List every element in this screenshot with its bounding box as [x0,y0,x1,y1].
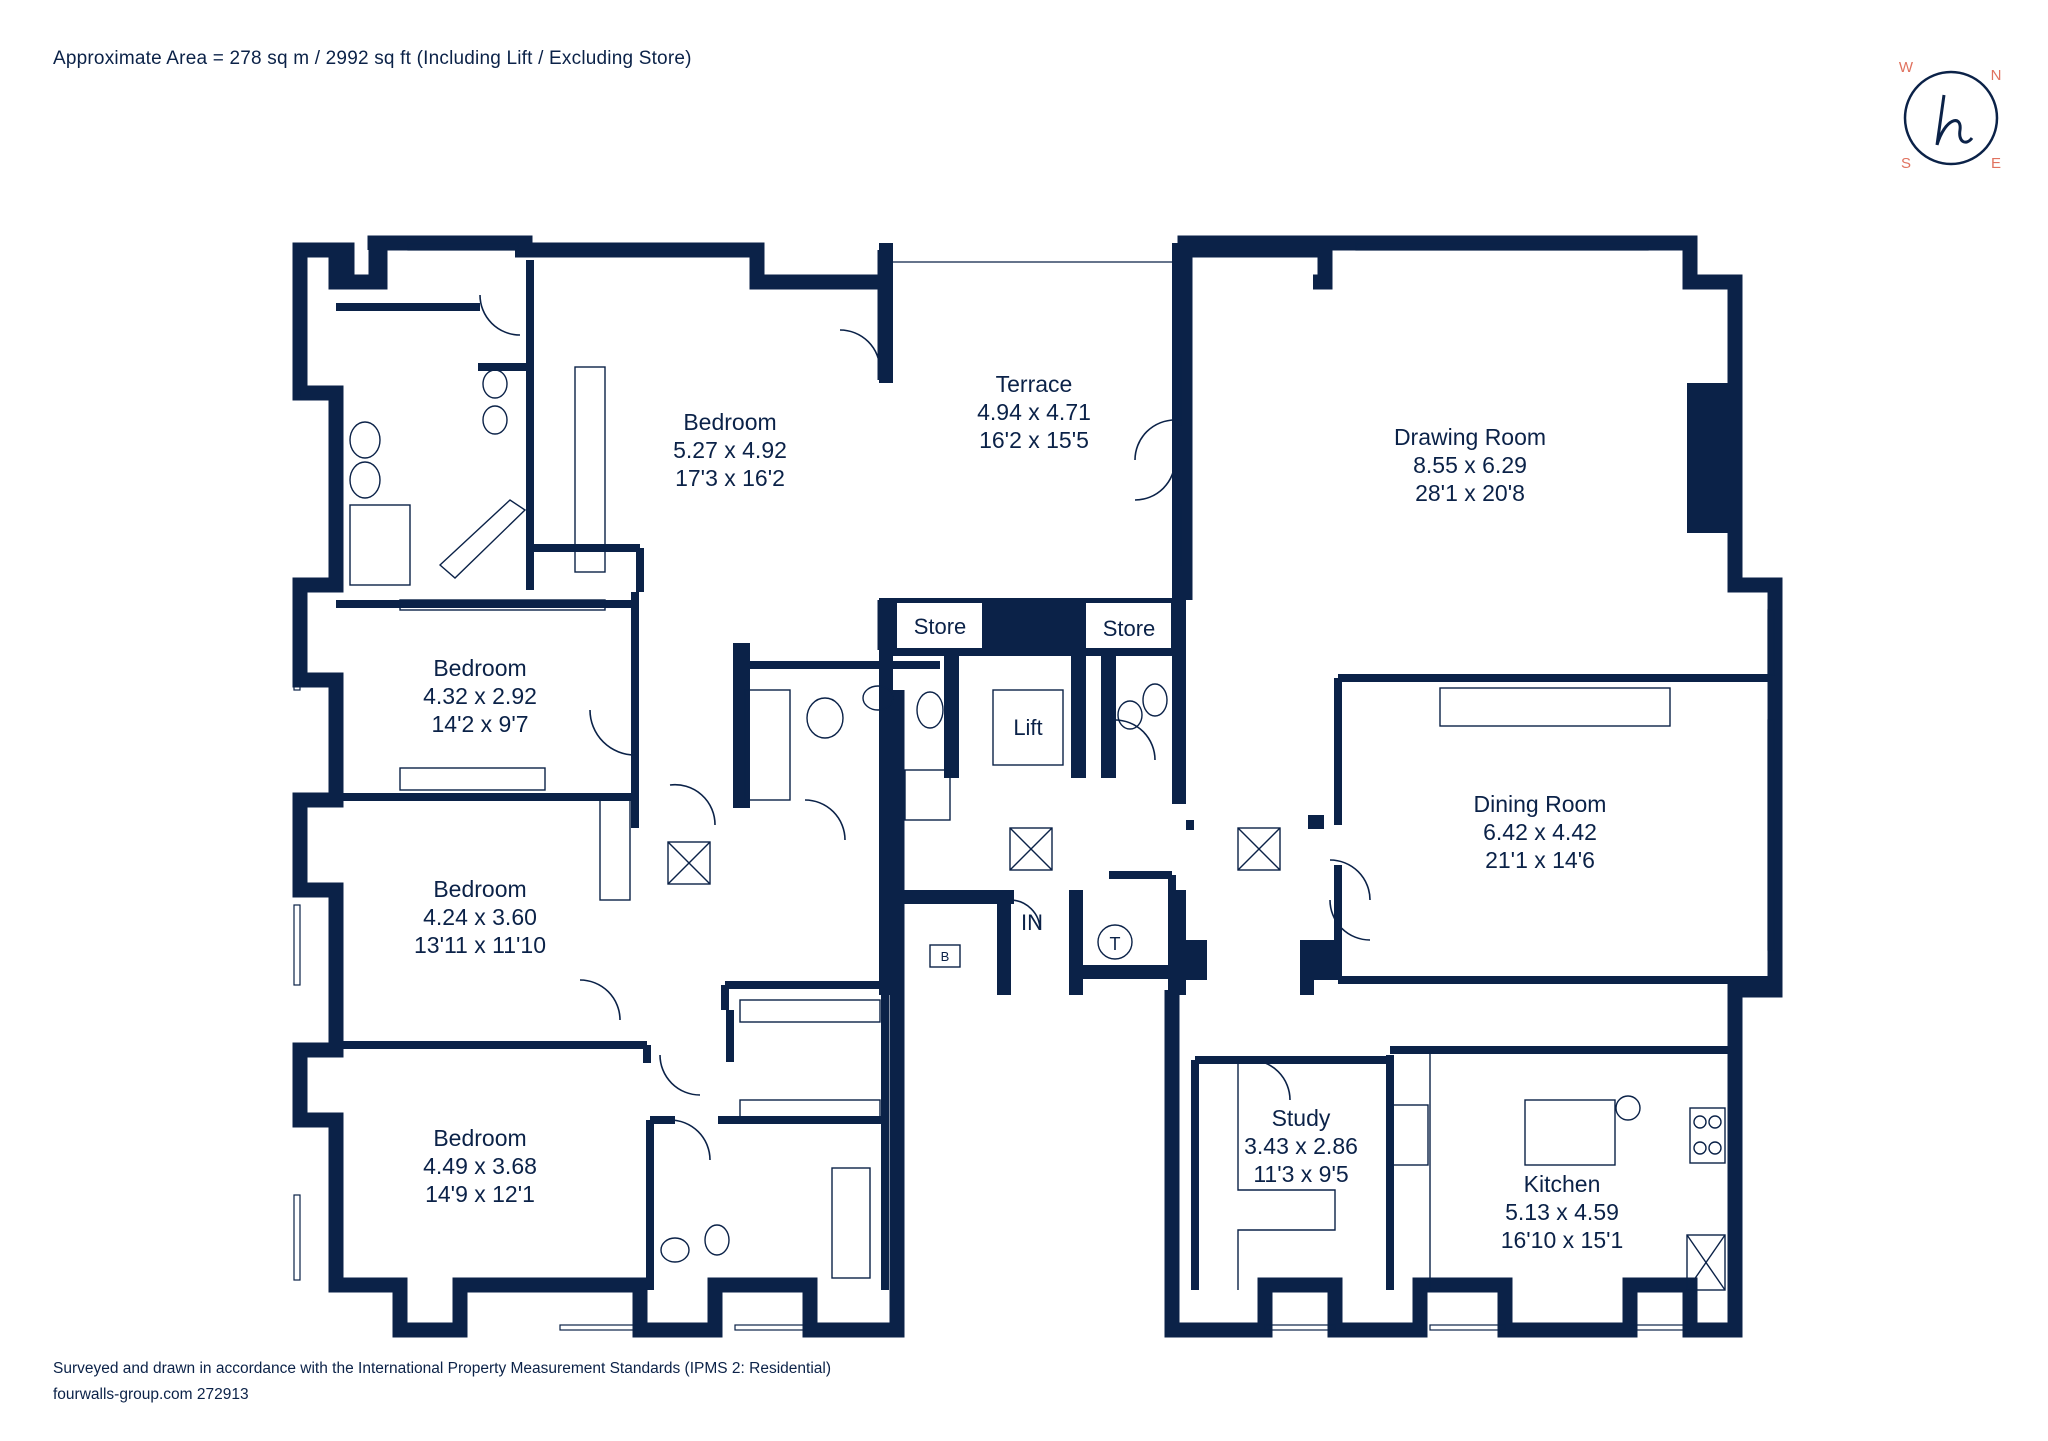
store-right-label: Store [1103,616,1156,641]
room-terrace-metric: 4.94 x 4.71 [977,399,1091,425]
compass-logo: N E S W [1899,59,2002,172]
room-bedroom-4: Bedroom 4.49 x 3.68 14'9 x 12'1 [423,1125,537,1207]
lift-label: Lift [1013,715,1042,740]
standards-note: Surveyed and drawn in accordance with th… [53,1360,831,1377]
room-dining-room-imperial: 21'1 x 14'6 [1485,847,1595,873]
room-terrace-imperial: 16'2 x 15'5 [979,427,1089,453]
windows [293,243,1775,1331]
room-bedroom-2: Bedroom 4.32 x 2.92 14'2 x 9'7 [423,655,537,737]
room-bedroom-2-name: Bedroom [433,655,526,681]
room-bedroom-main-name: Bedroom [683,409,776,435]
room-study-name: Study [1272,1105,1331,1131]
room-kitchen-imperial: 16'10 x 15'1 [1501,1227,1624,1253]
room-bedroom-3: Bedroom 4.24 x 3.60 13'11 x 11'10 [414,876,546,958]
structural-blocks [733,243,1729,995]
compass-west-letter: W [1899,59,1914,76]
room-kitchen-metric: 5.13 x 4.59 [1505,1199,1619,1225]
store-left-label: Store [914,614,967,639]
room-drawing-room-name: Drawing Room [1394,424,1546,450]
entrance-label: IN [1021,910,1043,935]
tank-label: T [1110,934,1121,954]
room-terrace-name: Terrace [996,371,1073,397]
room-bedroom-2-imperial: 14'2 x 9'7 [431,711,528,737]
reference-note: fourwalls-group.com 272913 [53,1386,249,1403]
fixtures [349,366,1726,1291]
area-summary: Approximate Area = 278 sq m / 2992 sq ft… [53,48,692,69]
room-drawing-room-metric: 8.55 x 6.29 [1413,452,1527,478]
room-kitchen-name: Kitchen [1524,1171,1601,1197]
room-drawing-room-imperial: 28'1 x 20'8 [1415,480,1525,506]
room-study-imperial: 11'3 x 9'5 [1253,1161,1348,1187]
boiler-label: B [941,949,950,964]
room-study-metric: 3.43 x 2.86 [1244,1133,1358,1159]
room-bedroom-main-imperial: 17'3 x 16'2 [675,465,785,491]
interior-walls [336,260,1775,1290]
room-bedroom-3-name: Bedroom [433,876,526,902]
room-drawing-room: Drawing Room 8.55 x 6.29 28'1 x 20'8 [1394,424,1546,506]
room-bedroom-3-metric: 4.24 x 3.60 [423,904,537,930]
door-swings [479,294,1371,1161]
room-kitchen: Kitchen 5.13 x 4.59 16'10 x 15'1 [1501,1171,1624,1253]
room-dining-room-name: Dining Room [1474,791,1607,817]
room-dining-room-metric: 6.42 x 4.42 [1483,819,1597,845]
room-bedroom-4-name: Bedroom [433,1125,526,1151]
room-dining-room: Dining Room 6.42 x 4.42 21'1 x 14'6 [1474,791,1607,873]
room-bedroom-main: Bedroom 5.27 x 4.92 17'3 x 16'2 [673,409,787,491]
room-bedroom-4-imperial: 14'9 x 12'1 [425,1181,535,1207]
room-bedroom-main-metric: 5.27 x 4.92 [673,437,787,463]
room-bedroom-3-imperial: 13'11 x 11'10 [414,932,546,958]
room-bedroom-4-metric: 4.49 x 3.68 [423,1153,537,1179]
room-study: Study 3.43 x 2.86 11'3 x 9'5 [1244,1105,1358,1187]
compass-south-letter: S [1901,155,1911,172]
room-bedroom-2-metric: 4.32 x 2.92 [423,683,537,709]
compass-north-letter: N [1991,67,2002,84]
compass-east-letter: E [1991,155,2001,172]
room-terrace: Terrace 4.94 x 4.71 16'2 x 15'5 [977,371,1091,453]
